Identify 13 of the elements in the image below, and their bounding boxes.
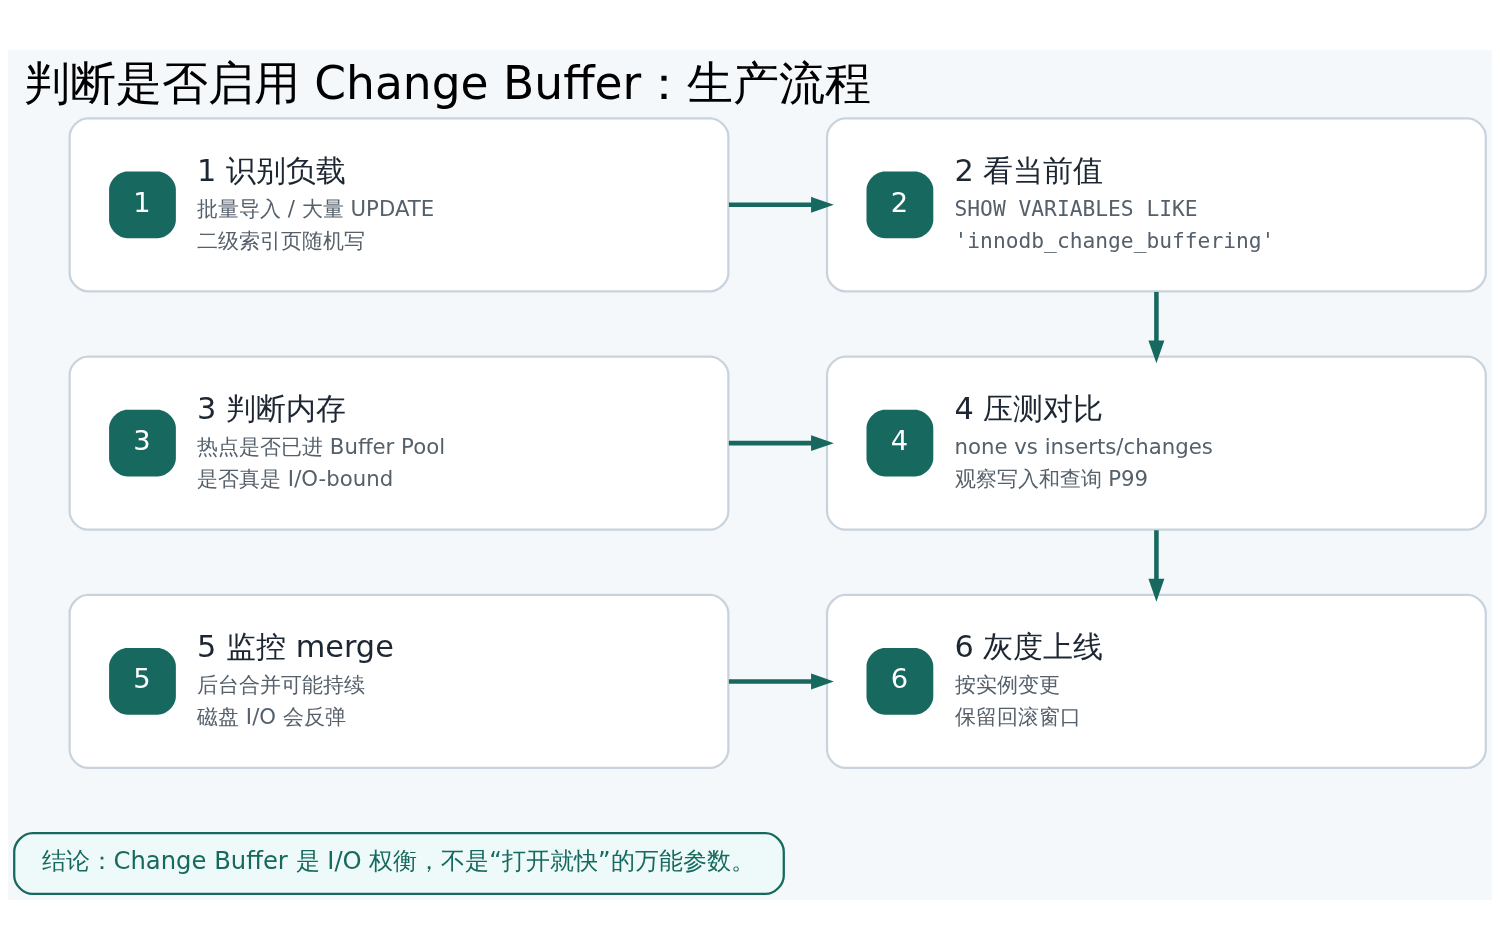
arrow [728, 435, 834, 452]
node-box: 3 3 判断内存 热点是否已进 Buffer Pool 是否真是 I/O-bound [68, 355, 730, 531]
node-box: 1 1 识别负载 批量导入 / 大量 UPDATE 二级索引页随机写 [68, 117, 730, 293]
node-box: 6 6 灰度上线 按实例变更 保留回滚窗口 [825, 593, 1487, 770]
node-box: 4 4 压测对比 none vs inserts/changes 观察写入和查询 P99 [825, 355, 1487, 531]
arrow [1148, 530, 1165, 602]
node-box: 2 2 看当前值 SHOW VARIABLES LIKE 'innodb_change_buffering' [825, 117, 1487, 293]
node-box: 5 5 监控 merge 后台合并可能持续 磁盘 I/O 会反弹 [68, 593, 730, 770]
node-box: 结论：Change Buffer 是 I/O 权衡，不是“打开就快”的万能参数。 [13, 832, 785, 896]
diagram-title: 判断是否启用 Change Buffer：生产流程 [23, 56, 872, 110]
arrow [728, 673, 834, 690]
arrow [1148, 291, 1165, 364]
arrow [728, 196, 834, 213]
